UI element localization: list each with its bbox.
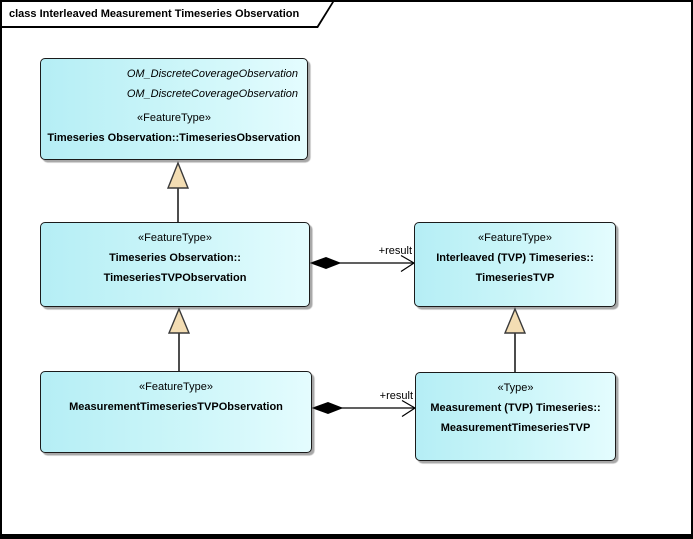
generalization-measurementtvp-to-timeseriestvp[interactable]	[503, 307, 527, 373]
composition-result-bottom[interactable]	[311, 399, 417, 418]
stereotype-label: «FeatureType»	[139, 381, 213, 393]
stereotype-label: «FeatureType»	[137, 112, 211, 124]
class-name: TimeseriesTVP	[475, 272, 555, 284]
class-name: TimeseriesTVPObservation	[103, 272, 247, 284]
class-box-timeseriestvpobservation[interactable]: «FeatureType» Timeseries Observation:: T…	[40, 222, 310, 307]
composition-result-top[interactable]	[309, 254, 416, 273]
class-box-measurementtimeseriestvpobservation[interactable]: «FeatureType» MeasurementTimeseriesTVPOb…	[40, 371, 312, 453]
class-box-measurementtimeseriestvp[interactable]: «Type» Measurement (TVP) Timeseries:: Me…	[415, 372, 616, 461]
role-label-result-top: +result	[378, 245, 412, 257]
class-box-timeseriestvp[interactable]: «FeatureType» Interleaved (TVP) Timeseri…	[414, 222, 616, 307]
composition-diamond-icon	[309, 256, 342, 270]
class-box-timeseriesobservation[interactable]: OM_DiscreteCoverageObservation OM_Discre…	[40, 58, 308, 160]
class-name: MeasurementTimeseriesTVPObservation	[69, 401, 283, 413]
stereotype-label: «Type»	[497, 382, 534, 394]
diagram-title-tab-face	[2, 2, 332, 26]
parent-class: OM_DiscreteCoverageObservation	[126, 88, 298, 100]
class-name: Interleaved (TVP) Timeseries::	[436, 252, 594, 264]
generalization-triangle-icon	[166, 161, 190, 189]
class-name: MeasurementTimeseriesTVP	[440, 422, 591, 434]
generalization-triangle-icon	[503, 307, 527, 334]
class-name: Timeseries Observation::	[109, 252, 241, 264]
stereotype-label: «FeatureType»	[138, 232, 212, 244]
class-name: Measurement (TVP) Timeseries::	[430, 402, 601, 414]
generalization-tvpobservation-to-timeseriesobservation[interactable]	[166, 161, 190, 223]
role-label-result-bottom: +result	[379, 390, 413, 402]
generalization-triangle-icon	[167, 307, 191, 334]
stereotype-label: «FeatureType»	[478, 232, 552, 244]
parent-class: OM_DiscreteCoverageObservation	[126, 68, 298, 80]
diagram-title: class Interleaved Measurement Timeseries…	[9, 8, 300, 20]
diagram-title-tab: class Interleaved Measurement Timeseries…	[2, 2, 334, 28]
class-name: Timeseries Observation::TimeseriesObserv…	[47, 132, 301, 144]
composition-diamond-icon	[311, 401, 344, 415]
parent-class-list: OM_DiscreteCoverageObservation OM_Discre…	[41, 59, 307, 104]
generalization-measurementtvpobs-to-tvpobservation[interactable]	[167, 307, 191, 372]
